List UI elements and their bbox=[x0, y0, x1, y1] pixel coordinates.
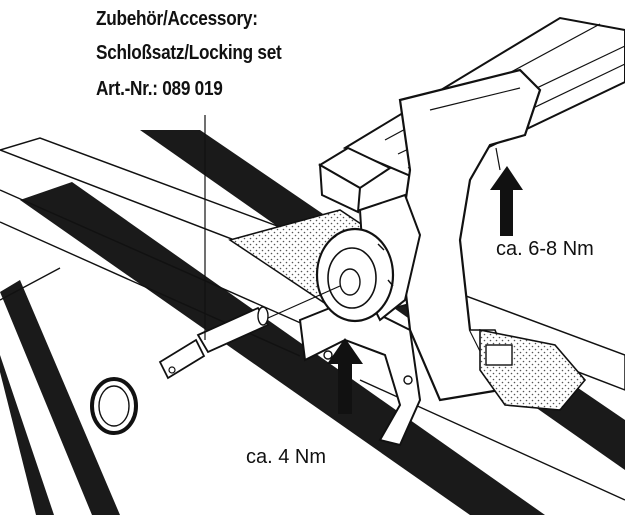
lock-knob bbox=[315, 227, 395, 323]
key-ring bbox=[90, 377, 138, 435]
arrow-lock-screw bbox=[327, 338, 363, 414]
article-number: Art.-Nr.: 089 019 bbox=[96, 78, 223, 100]
arrow-foot-screw bbox=[490, 166, 523, 236]
torque-lock-callout: ca. 4 Nm bbox=[234, 442, 341, 473]
accessory-label: Zubehör/Accessory: bbox=[96, 8, 258, 30]
lock-cylinder bbox=[196, 285, 341, 354]
torque-foot-callout: ca. 6-8 Nm bbox=[490, 236, 600, 263]
locking-set-label: Schloßsatz/Locking set bbox=[96, 42, 282, 64]
key bbox=[158, 338, 206, 380]
